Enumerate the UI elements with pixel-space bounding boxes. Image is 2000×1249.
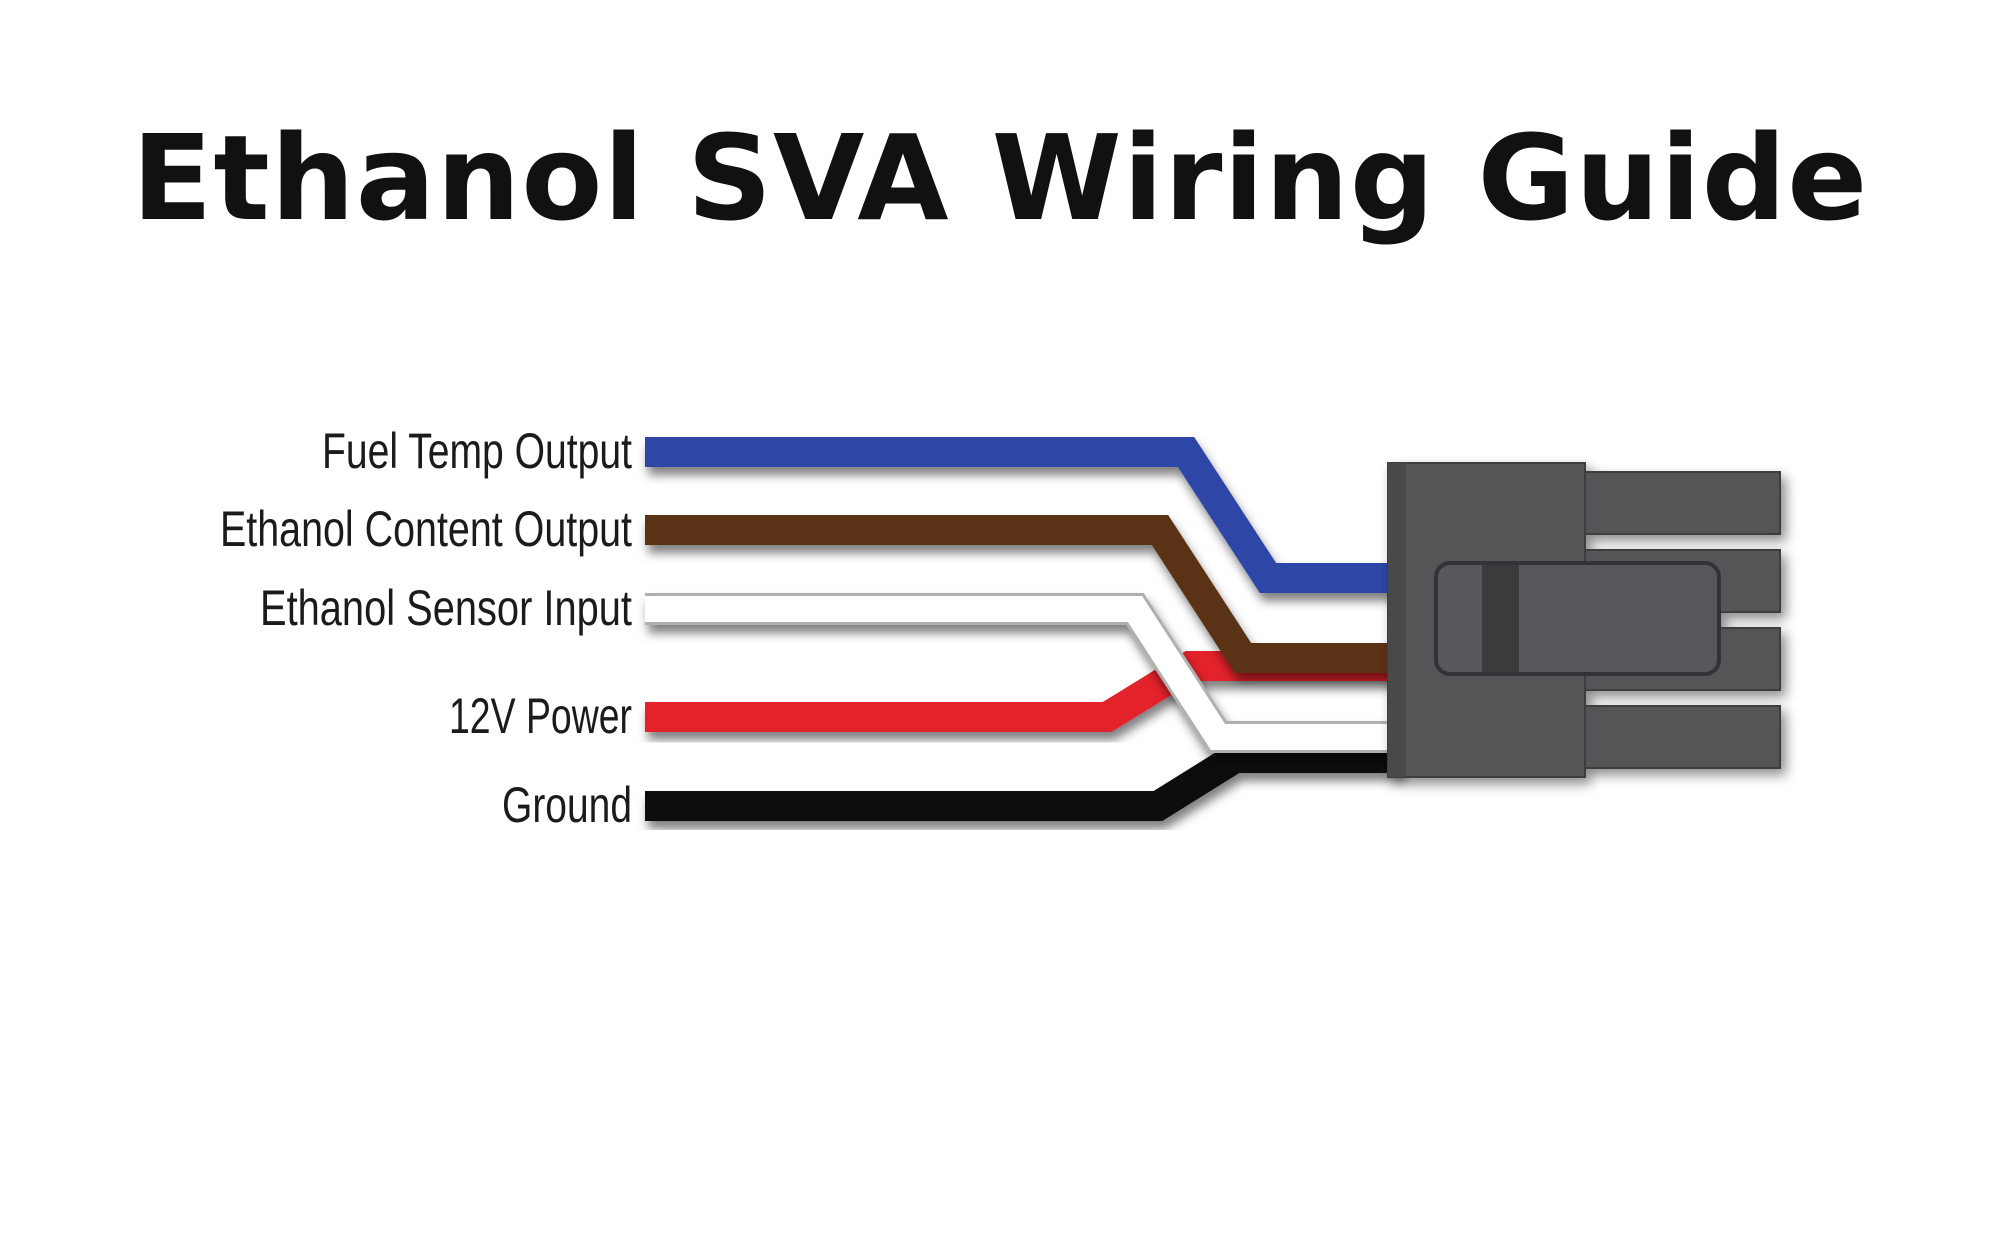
wire-fuel-temp-output-stroke — [645, 437, 1402, 593]
connector-plug — [1387, 462, 1781, 778]
label-fuel-temp-output: Fuel Temp Output — [322, 423, 632, 479]
label-12v-power: 12V Power — [449, 688, 632, 744]
wire-ground-stroke — [645, 743, 1402, 821]
connector-edge — [1388, 463, 1406, 777]
wire-ethanol-content-output-stroke — [645, 515, 1402, 673]
wire-ethanol-content-output — [645, 515, 1402, 673]
wire-12v-power-stroke — [645, 651, 1402, 732]
page-title: Ethanol SVA Wiring Guide — [131, 109, 1869, 247]
connector-pin-4 — [1579, 705, 1781, 769]
label-ground: Ground — [502, 777, 632, 833]
connector-latch-tab — [1482, 565, 1519, 672]
wire-ground — [645, 743, 1402, 821]
wire-12v-power — [645, 651, 1402, 732]
wire-fuel-temp-output — [645, 437, 1402, 593]
label-ethanol-sensor-input: Ethanol Sensor Input — [260, 580, 632, 636]
wire-ethanol-sensor-input — [645, 593, 1402, 753]
connector-pin-1 — [1579, 471, 1781, 535]
connector-latch — [1434, 561, 1721, 676]
wire-ethanol-sensor-input-stroke — [645, 596, 1402, 750]
label-ethanol-content-output: Ethanol Content Output — [220, 501, 632, 557]
